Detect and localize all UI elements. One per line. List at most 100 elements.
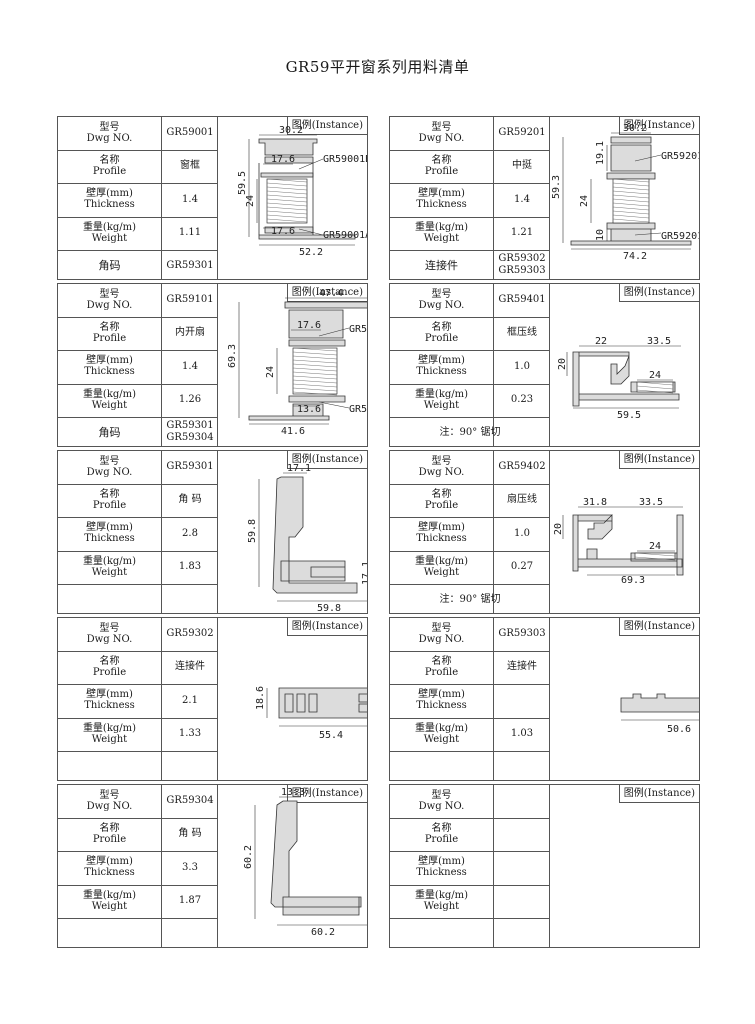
field-value-weight: 1.11 xyxy=(178,227,202,238)
field-label-cn: 重量(kg/m) xyxy=(414,222,469,233)
field-label-en: Profile xyxy=(424,333,459,344)
dimension-label: 20 xyxy=(557,358,568,370)
field-label-cn: 名称 xyxy=(431,489,452,500)
profile-drawing: 17.159.817.159.8 xyxy=(247,463,367,614)
field-value-dwg: GR59001 xyxy=(166,127,214,138)
profile-drawing: 13.360.213.360.2 xyxy=(243,787,367,938)
hatch-line xyxy=(266,206,308,211)
row-divider xyxy=(390,250,549,251)
dimension-label: 59.8 xyxy=(247,519,258,543)
dimension-label: 24 xyxy=(649,370,661,381)
value-column xyxy=(493,451,550,613)
extra-value: GR59301 xyxy=(166,260,214,271)
cut-note: 注：90° 锯切 xyxy=(439,594,501,605)
row-divider xyxy=(390,217,549,218)
hatch-line xyxy=(612,194,650,199)
instance-tag: 图例(Instance) xyxy=(618,117,699,135)
dimension-label: 24 xyxy=(649,541,661,552)
value-column xyxy=(493,785,550,947)
field-label-en: Weight xyxy=(423,734,460,745)
row-divider xyxy=(390,918,549,919)
field-label-cn: 重量(kg/m) xyxy=(82,222,137,233)
profile-shape xyxy=(572,351,680,407)
dimension-label: 33.5 xyxy=(639,497,663,508)
row-divider xyxy=(58,250,217,251)
extra-value-2: GR59304 xyxy=(166,432,214,443)
callout-label: GR59201A xyxy=(661,231,699,242)
field-value-profile: 内开扇 xyxy=(175,327,205,338)
hatch-line xyxy=(612,178,650,183)
field-value-thickness: 3.3 xyxy=(182,862,198,873)
row-divider xyxy=(58,651,217,652)
value-column xyxy=(161,284,218,446)
field-value-thickness: 1.4 xyxy=(182,361,198,372)
value-column xyxy=(161,117,218,279)
dimension-label: 30.2 xyxy=(279,125,303,136)
dimension-label: 69.3 xyxy=(621,575,645,586)
row-divider xyxy=(58,584,217,585)
profile-shape xyxy=(270,800,362,916)
instance-tag: 图例(Instance) xyxy=(286,451,367,469)
field-label-cn: 壁厚(mm) xyxy=(418,689,465,700)
row-divider xyxy=(58,183,217,184)
dimension-label: 13.3 xyxy=(281,787,305,798)
field-label-en: Thickness xyxy=(84,867,135,878)
cut-note: 注：90° 锯切 xyxy=(439,427,501,438)
instance-tag: 图例(Instance) xyxy=(618,785,699,803)
hatch-line xyxy=(266,182,308,187)
field-value-thickness: 1.0 xyxy=(514,361,530,372)
dimension-label: 59.5 xyxy=(617,410,641,421)
field-value-profile: 角 码 xyxy=(178,494,202,505)
field-value-weight: 1.87 xyxy=(178,895,202,906)
dimension-label: 24 xyxy=(245,195,256,207)
hatch-line xyxy=(612,214,650,219)
dimension-label: 74.2 xyxy=(623,251,647,262)
field-value-profile: 连接件 xyxy=(507,661,537,672)
thermal-break xyxy=(636,381,674,393)
field-label-en: Weight xyxy=(423,233,460,244)
label-column xyxy=(390,785,494,947)
profile-shape xyxy=(272,476,358,594)
dimension-label: 59.5 xyxy=(237,171,248,195)
hatch-line xyxy=(292,375,338,380)
field-label-en: Profile xyxy=(92,333,127,344)
field-label-cn: 重量(kg/m) xyxy=(414,723,469,734)
row-divider xyxy=(58,384,217,385)
profile-drawing xyxy=(551,785,699,949)
field-value-thickness: 1.0 xyxy=(514,528,530,539)
hatch-line xyxy=(266,186,308,191)
dimension-label: 24 xyxy=(265,366,276,378)
field-label-cn: 名称 xyxy=(431,823,452,834)
field-label-en: Thickness xyxy=(84,533,135,544)
row-divider xyxy=(390,684,549,685)
field-label-en: Thickness xyxy=(84,366,135,377)
instance-tag: 图例(Instance) xyxy=(618,618,699,636)
field-label-cn: 型号 xyxy=(431,456,452,467)
row-divider xyxy=(58,918,217,919)
field-label-cn: 型号 xyxy=(431,623,452,634)
field-label-en: Profile xyxy=(92,667,127,678)
profile-shape xyxy=(572,514,684,576)
dimension-label: 47.4 xyxy=(319,288,343,299)
field-label-cn: 型号 xyxy=(99,456,120,467)
value-column xyxy=(161,451,218,613)
hatch-line xyxy=(612,206,650,211)
hatch-line xyxy=(292,387,338,392)
extra-label: 连接件 xyxy=(425,259,458,272)
extra-value: GR59301 xyxy=(166,420,214,431)
field-label-cn: 名称 xyxy=(431,322,452,333)
label-column xyxy=(58,785,162,947)
row-divider xyxy=(58,818,217,819)
dimension-label: 50.6 xyxy=(667,724,691,735)
field-label-cn: 名称 xyxy=(431,155,452,166)
field-label-cn: 壁厚(mm) xyxy=(86,188,133,199)
field-label-en: Dwg NO. xyxy=(418,801,465,812)
hatch-line xyxy=(292,379,338,384)
field-value-weight: 1.03 xyxy=(510,728,534,739)
row-divider xyxy=(58,217,217,218)
